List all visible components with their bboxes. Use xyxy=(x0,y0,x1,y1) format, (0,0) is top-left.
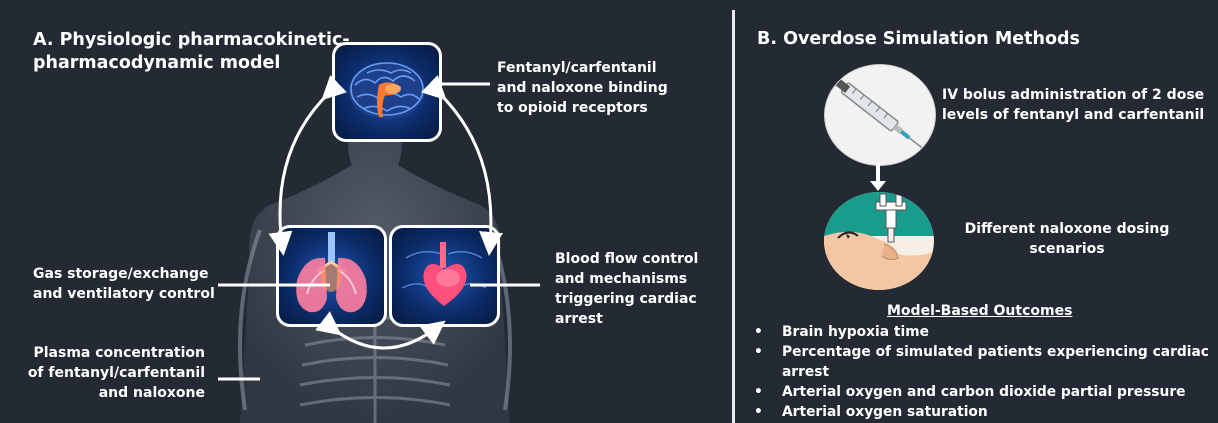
plasma-label-line: Plasma concentration xyxy=(20,343,205,363)
gas-label-line: Gas storage/exchange xyxy=(33,264,215,284)
list-item: Percentage of simulated patients experie… xyxy=(752,342,1218,382)
brain-label-line: to opioid receptors xyxy=(497,98,668,118)
plasma-label-line: of fentanyl/carfentanil xyxy=(20,363,205,383)
list-item: Brain hypoxia time xyxy=(752,322,1218,342)
blood-label-line: and mechanisms xyxy=(555,269,698,289)
iv-label-line: IV bolus administration of 2 dose xyxy=(942,85,1204,105)
gas-label-line: and ventilatory control xyxy=(33,284,215,304)
plasma-label-line: and naloxone xyxy=(20,383,205,403)
naloxone-label-line: scenarios xyxy=(944,239,1190,259)
plasma-concentration-label: Plasma concentration of fentanyl/carfent… xyxy=(20,343,205,403)
blood-label-line: arrest xyxy=(555,309,698,329)
blood-flow-label: Blood flow control and mechanisms trigge… xyxy=(555,249,698,329)
panel-b-title: B. Overdose Simulation Methods xyxy=(757,28,1080,51)
nasal-spray-circle xyxy=(824,192,934,290)
iv-label-line: levels of fentanyl and carfentanil xyxy=(942,105,1204,125)
blood-label-line: Blood flow control xyxy=(555,249,698,269)
syringe-circle xyxy=(824,64,936,166)
outcomes-title: Model-Based Outcomes xyxy=(887,301,1072,321)
iv-bolus-label: IV bolus administration of 2 dose levels… xyxy=(942,85,1204,125)
panel-divider xyxy=(732,10,735,423)
blood-label-line: triggering cardiac xyxy=(555,289,698,309)
list-item: Arterial oxygen and carbon dioxide parti… xyxy=(752,382,1218,402)
naloxone-dosing-label: Different naloxone dosing scenarios xyxy=(944,219,1190,259)
nasal-spray-icon xyxy=(824,192,934,290)
brain-label-line: Fentanyl/carfentanil xyxy=(497,58,668,78)
flow-arrow xyxy=(868,163,888,193)
brain-binding-label: Fentanyl/carfentanil and naloxone bindin… xyxy=(497,58,668,118)
gas-exchange-label: Gas storage/exchange and ventilatory con… xyxy=(33,264,215,304)
outcomes-list: Brain hypoxia time Percentage of simulat… xyxy=(752,322,1218,422)
brain-label-line: and naloxone binding xyxy=(497,78,668,98)
syringe-icon xyxy=(825,65,935,165)
list-item: Arterial oxygen saturation xyxy=(752,402,1218,422)
naloxone-label-line: Different naloxone dosing xyxy=(944,219,1190,239)
